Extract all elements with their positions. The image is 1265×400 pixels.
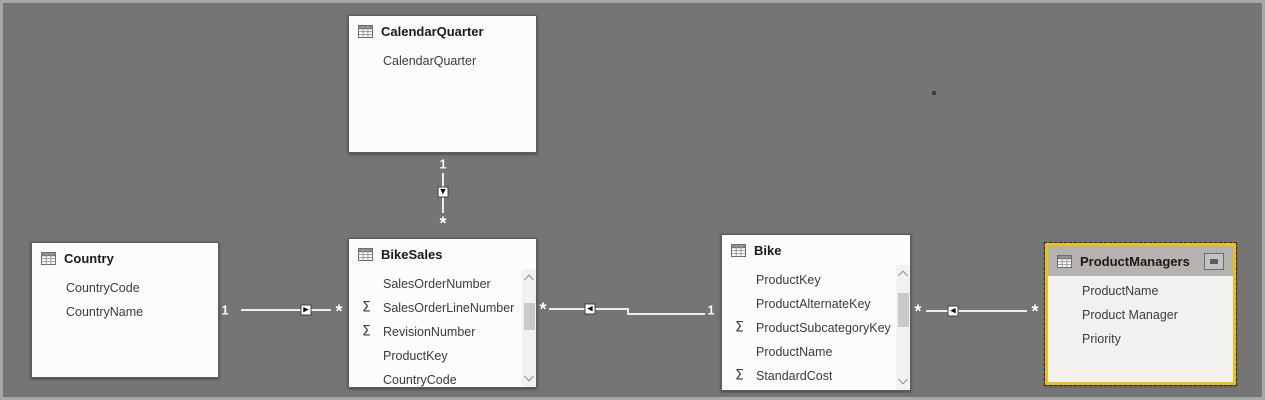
table-title: BikeSales [381,246,443,262]
table-grid-icon [731,243,746,257]
cross-filter-direction-marker[interactable]: ◀ [584,303,596,315]
table-title: Country [64,250,114,266]
relationship-line-bike-bikesales[interactable] [628,313,705,315]
table-field-product-managers-1[interactable]: Product Manager [1048,303,1233,327]
sigma-aggregate-icon: Σ [735,367,744,384]
table-title: Bike [754,242,782,258]
table-field-bike-sales-0[interactable]: SalesOrderNumber [349,272,522,296]
table-field-calendar-quarter-0[interactable]: CalendarQuarter [349,49,536,73]
table-fields: CalendarQuarter [349,46,536,73]
table-field-country-1[interactable]: CountryName [32,300,218,324]
table-card-country[interactable]: Country CountryCode CountryName [31,242,219,378]
table-field-bike-sales-1[interactable]: SalesOrderLineNumber Σ [349,296,522,320]
table-card-product-managers[interactable]: ProductManagers ProductName Product Mana… [1044,242,1237,386]
table-scrollbar[interactable] [522,269,536,387]
collapse-inner-glyph [1210,258,1218,264]
sigma-aggregate-icon: Σ [735,319,744,336]
cardinality-one-label: 1 [707,302,715,318]
table-field-bike-3[interactable]: ProductName [722,340,896,364]
table-field-bike-sales-2[interactable]: RevisionNumber Σ [349,320,522,344]
field-label: Priority [1082,332,1121,346]
scrollbar-thumb[interactable] [897,293,909,327]
table-grid-icon [358,247,373,261]
field-label: SalesOrderLineNumber [383,301,515,315]
table-card-header[interactable]: BikeSales [349,239,536,269]
table-card-bike[interactable]: Bike ProductKey ProductAlternateKey Prod… [721,234,911,391]
table-title: CalendarQuarter [381,23,484,39]
table-grid-icon [41,251,56,265]
scroll-up-icon[interactable] [898,270,908,281]
filter-arrow-down-icon: ▼ [440,187,446,196]
table-card-header[interactable]: ProductManagers [1048,246,1233,276]
table-field-country-0[interactable]: CountryCode [32,276,218,300]
field-label: RevisionNumber [383,325,476,339]
field-label: StandardCost [756,369,833,383]
table-card-bike-sales[interactable]: BikeSales SalesOrderNumber SalesOrderLin… [348,238,537,388]
cardinality-one-label: 1 [221,302,229,318]
filter-arrow-left-icon: ◀ [950,306,956,315]
table-card-header[interactable]: Country [32,243,218,273]
artifact-dot [932,91,936,95]
cardinality-many-label: * [539,299,547,320]
cardinality-one-label: 1 [439,156,447,172]
table-grid-icon [358,24,373,38]
field-label: ProductKey [756,273,821,287]
scroll-up-icon[interactable] [524,274,534,285]
cardinality-many-label: * [335,301,343,322]
field-label: ProductAlternateKey [756,297,871,311]
cross-filter-direction-marker[interactable]: ▶ [300,304,312,316]
table-field-bike-0[interactable]: ProductKey [722,268,896,292]
table-scrollbar[interactable] [896,265,910,390]
table-fields: CountryCode CountryName [32,273,218,324]
field-label: CountryCode [66,281,140,295]
cross-filter-direction-marker[interactable]: ▼ [437,186,449,198]
scroll-down-icon[interactable] [524,371,534,382]
relationship-line-bike-bikesales[interactable] [627,308,629,315]
field-label: ProductName [756,345,833,359]
table-title: ProductManagers [1080,253,1190,269]
field-label: Product Manager [1082,308,1178,322]
cross-filter-direction-marker[interactable]: ◀ [947,305,959,317]
table-fields: ProductName Product Manager Priority [1048,276,1233,351]
table-field-bike-sales-4[interactable]: CountryCode [349,368,522,392]
field-label: ProductName [1082,284,1159,298]
sigma-aggregate-icon: Σ [362,299,371,316]
table-field-product-managers-2[interactable]: Priority [1048,327,1233,351]
sigma-aggregate-icon: Σ [362,323,371,340]
field-label: CountryName [66,305,144,319]
table-card-calendar-quarter[interactable]: CalendarQuarter CalendarQuarter [348,15,537,153]
table-fields: ProductKey ProductAlternateKey ProductSu… [722,265,910,388]
table-field-bike-2[interactable]: ProductSubcategoryKey Σ [722,316,896,340]
table-field-bike-sales-3[interactable]: ProductKey [349,344,522,368]
field-label: ProductKey [383,349,448,363]
filter-arrow-left-icon: ◀ [587,304,593,313]
field-label: SalesOrderNumber [383,277,491,291]
collapse-table-icon[interactable] [1204,252,1224,270]
table-fields: SalesOrderNumber SalesOrderLineNumber Σ … [349,269,536,392]
field-label: CalendarQuarter [383,54,477,68]
table-field-bike-1[interactable]: ProductAlternateKey [722,292,896,316]
table-field-product-managers-0[interactable]: ProductName [1048,279,1233,303]
table-grid-icon [1057,254,1072,268]
field-label: ProductSubcategoryKey [756,321,891,335]
filter-arrow-right-icon: ▶ [303,305,309,314]
scroll-down-icon[interactable] [898,374,908,385]
table-field-bike-4[interactable]: StandardCost Σ [722,364,896,388]
field-label: CountryCode [383,373,457,387]
scrollbar-thumb[interactable] [523,303,535,330]
table-card-header[interactable]: Bike [722,235,910,265]
cardinality-many-label: * [914,301,922,322]
relationship-line-bike-productmanagers[interactable] [926,310,1027,312]
cardinality-many-label: * [439,213,447,234]
cardinality-many-label: * [1031,301,1039,322]
table-card-header[interactable]: CalendarQuarter [349,16,536,46]
relationship-line-country-bikesales[interactable] [241,309,331,311]
